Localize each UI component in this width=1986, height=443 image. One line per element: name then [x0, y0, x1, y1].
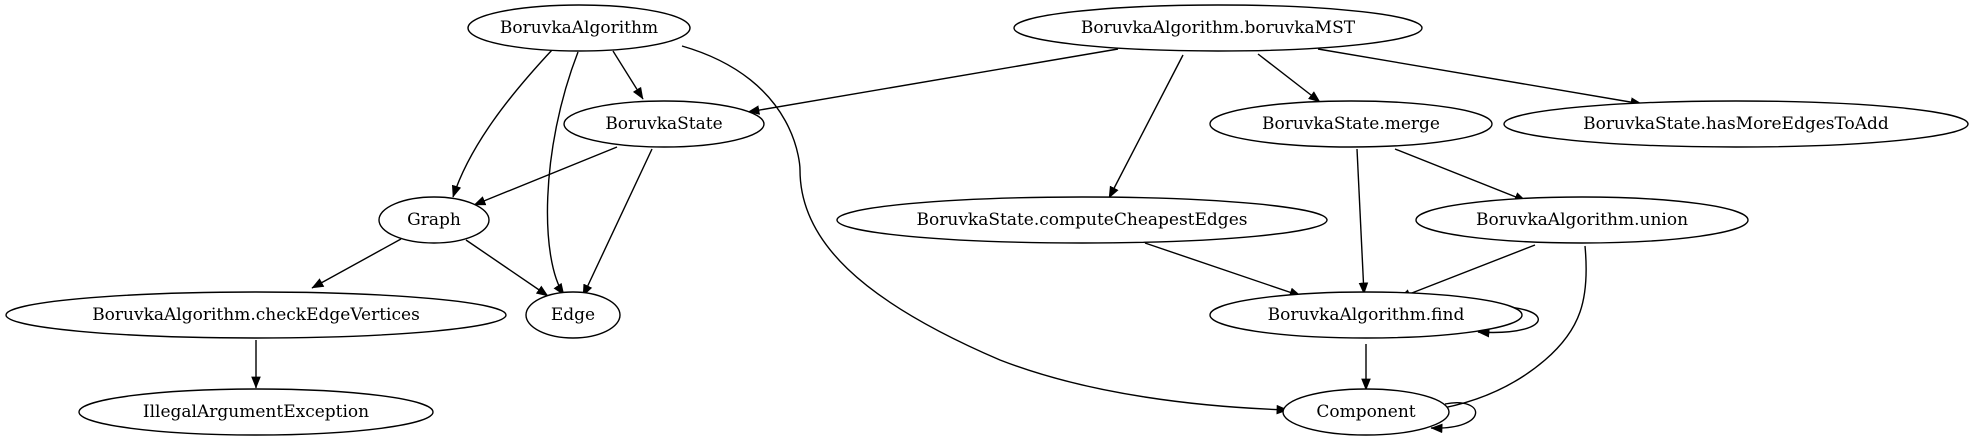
node-illegal-argument[interactable]: IllegalArgumentException: [78, 388, 434, 436]
node-component[interactable]: Component: [1282, 388, 1450, 436]
node-compute-cheapest[interactable]: BoruvkaState.computeCheapestEdges: [836, 196, 1328, 244]
node-boruvka-mst[interactable]: BoruvkaAlgorithm.boruvkaMST: [1013, 4, 1423, 52]
node-label: BoruvkaState.merge: [1262, 114, 1440, 134]
edge-layer: [251, 45, 1643, 434]
edge-boruvka-algorithm-to-component: [681, 45, 1289, 415]
node-label: BoruvkaAlgorithm: [500, 18, 658, 38]
node-boruvka-state[interactable]: BoruvkaState: [563, 100, 765, 148]
node-label: BoruvkaState: [605, 114, 722, 134]
edge-state-merge-to-algorithm-union: [1394, 148, 1527, 202]
edge-graph-to-edge: [465, 239, 549, 297]
edge-boruvka-algorithm-to-graph: [451, 49, 553, 198]
node-label: BoruvkaState.hasMoreEdgesToAdd: [1583, 114, 1889, 134]
node-algorithm-find[interactable]: BoruvkaAlgorithm.find: [1209, 291, 1523, 339]
node-label: IllegalArgumentException: [143, 402, 369, 422]
edge-graph-to-check-edge-vertices: [311, 238, 402, 289]
edge-boruvka-mst-to-boruvka-state: [747, 48, 1119, 115]
node-edge[interactable]: Edge: [525, 291, 621, 339]
edge-state-merge-to-algorithm-find: [1356, 148, 1369, 295]
node-label: Edge: [551, 305, 595, 325]
edge-boruvka-algorithm-to-boruvka-state: [612, 50, 644, 100]
node-label: BoruvkaAlgorithm.union: [1476, 210, 1688, 230]
edge-boruvka-state-to-graph: [473, 146, 618, 206]
node-state-merge[interactable]: BoruvkaState.merge: [1209, 100, 1493, 148]
node-label: Component: [1316, 402, 1415, 422]
node-check-edge-vertices[interactable]: BoruvkaAlgorithm.checkEdgeVertices: [5, 291, 507, 339]
node-graph[interactable]: Graph: [378, 196, 490, 244]
edge-compute-cheapest-to-algorithm-find: [1144, 242, 1302, 297]
edge-boruvka-algorithm-to-edge: [546, 51, 579, 296]
node-layer: BoruvkaAlgorithm BoruvkaAlgorithm.boruvk…: [5, 4, 1969, 436]
node-label: BoruvkaState.computeCheapestEdges: [917, 210, 1248, 230]
edge-algorithm-union-to-algorithm-find: [1398, 244, 1536, 299]
node-label: BoruvkaAlgorithm.boruvkaMST: [1081, 18, 1356, 38]
node-algorithm-union[interactable]: BoruvkaAlgorithm.union: [1415, 196, 1749, 244]
node-label: BoruvkaAlgorithm.checkEdgeVertices: [92, 305, 420, 325]
edge-boruvka-mst-to-state-merge: [1257, 53, 1321, 103]
edge-boruvka-mst-to-has-more-edges: [1317, 48, 1643, 107]
node-boruvka-algorithm[interactable]: BoruvkaAlgorithm: [467, 4, 691, 52]
edge-boruvka-mst-to-compute-cheapest: [1108, 54, 1184, 199]
node-label: Graph: [407, 210, 461, 230]
node-has-more-edges[interactable]: BoruvkaState.hasMoreEdgesToAdd: [1503, 100, 1969, 148]
node-label: BoruvkaAlgorithm.find: [1268, 305, 1465, 325]
edge-algorithm-union-to-component: [1431, 245, 1587, 413]
edge-boruvka-state-to-edge: [582, 148, 653, 297]
edge-component-self-loop: [1430, 402, 1477, 434]
